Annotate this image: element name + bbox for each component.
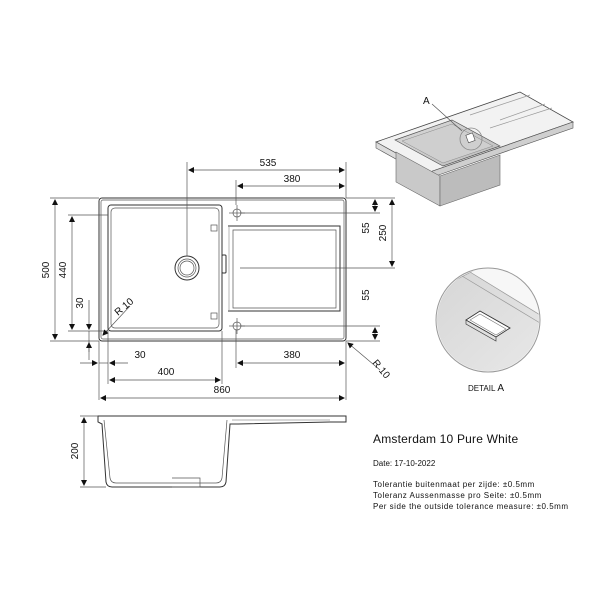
dim-55-bottom: 55	[361, 289, 372, 301]
dim-250: 250	[378, 224, 389, 241]
product-title: Amsterdam 10 Pure White	[373, 432, 519, 446]
plan-dimensions: 535 380 250 55 55 500 440 30	[41, 158, 395, 401]
drain-icon	[174, 255, 200, 281]
dim-535: 535	[260, 158, 277, 169]
tolerance-english: Per side the outside tolerance measure: …	[373, 502, 569, 511]
dim-400: 400	[158, 367, 175, 378]
dim-440: 440	[58, 261, 69, 278]
dim-500: 500	[41, 261, 52, 278]
dim-30-horizontal: 30	[134, 350, 146, 361]
detail-label-letter: A	[497, 383, 505, 394]
detail-label-prefix: DETAIL	[468, 384, 496, 393]
dim-380-top: 380	[284, 174, 301, 185]
dim-200: 200	[70, 442, 81, 459]
dim-55-top: 55	[361, 222, 372, 234]
section-view: 200	[70, 415, 347, 488]
isometric-view: A	[375, 91, 574, 207]
overflow-slot	[221, 254, 227, 274]
drawing-date: Date: 17-10-2022	[373, 459, 436, 468]
dim-radius-left: R 10	[113, 296, 137, 318]
plan-view	[98, 197, 347, 342]
sink-outline	[98, 197, 347, 342]
detail-a-view	[435, 267, 541, 373]
dim-380-bottom: 380	[284, 350, 301, 361]
detail-a-label: DETAIL A	[468, 383, 504, 394]
dim-30-vertical: 30	[75, 297, 86, 309]
drainboard-outline	[228, 225, 341, 312]
tolerance-dutch: Tolerantie buitenmaat per zijde: ±0.5mm	[373, 480, 535, 489]
dim-radius-right: R 10	[370, 358, 392, 382]
detail-callout-letter: A	[423, 96, 430, 107]
dim-860: 860	[214, 385, 231, 396]
tolerance-german: Toleranz Aussenmasse pro Seite: ±0.5mm	[373, 491, 542, 500]
